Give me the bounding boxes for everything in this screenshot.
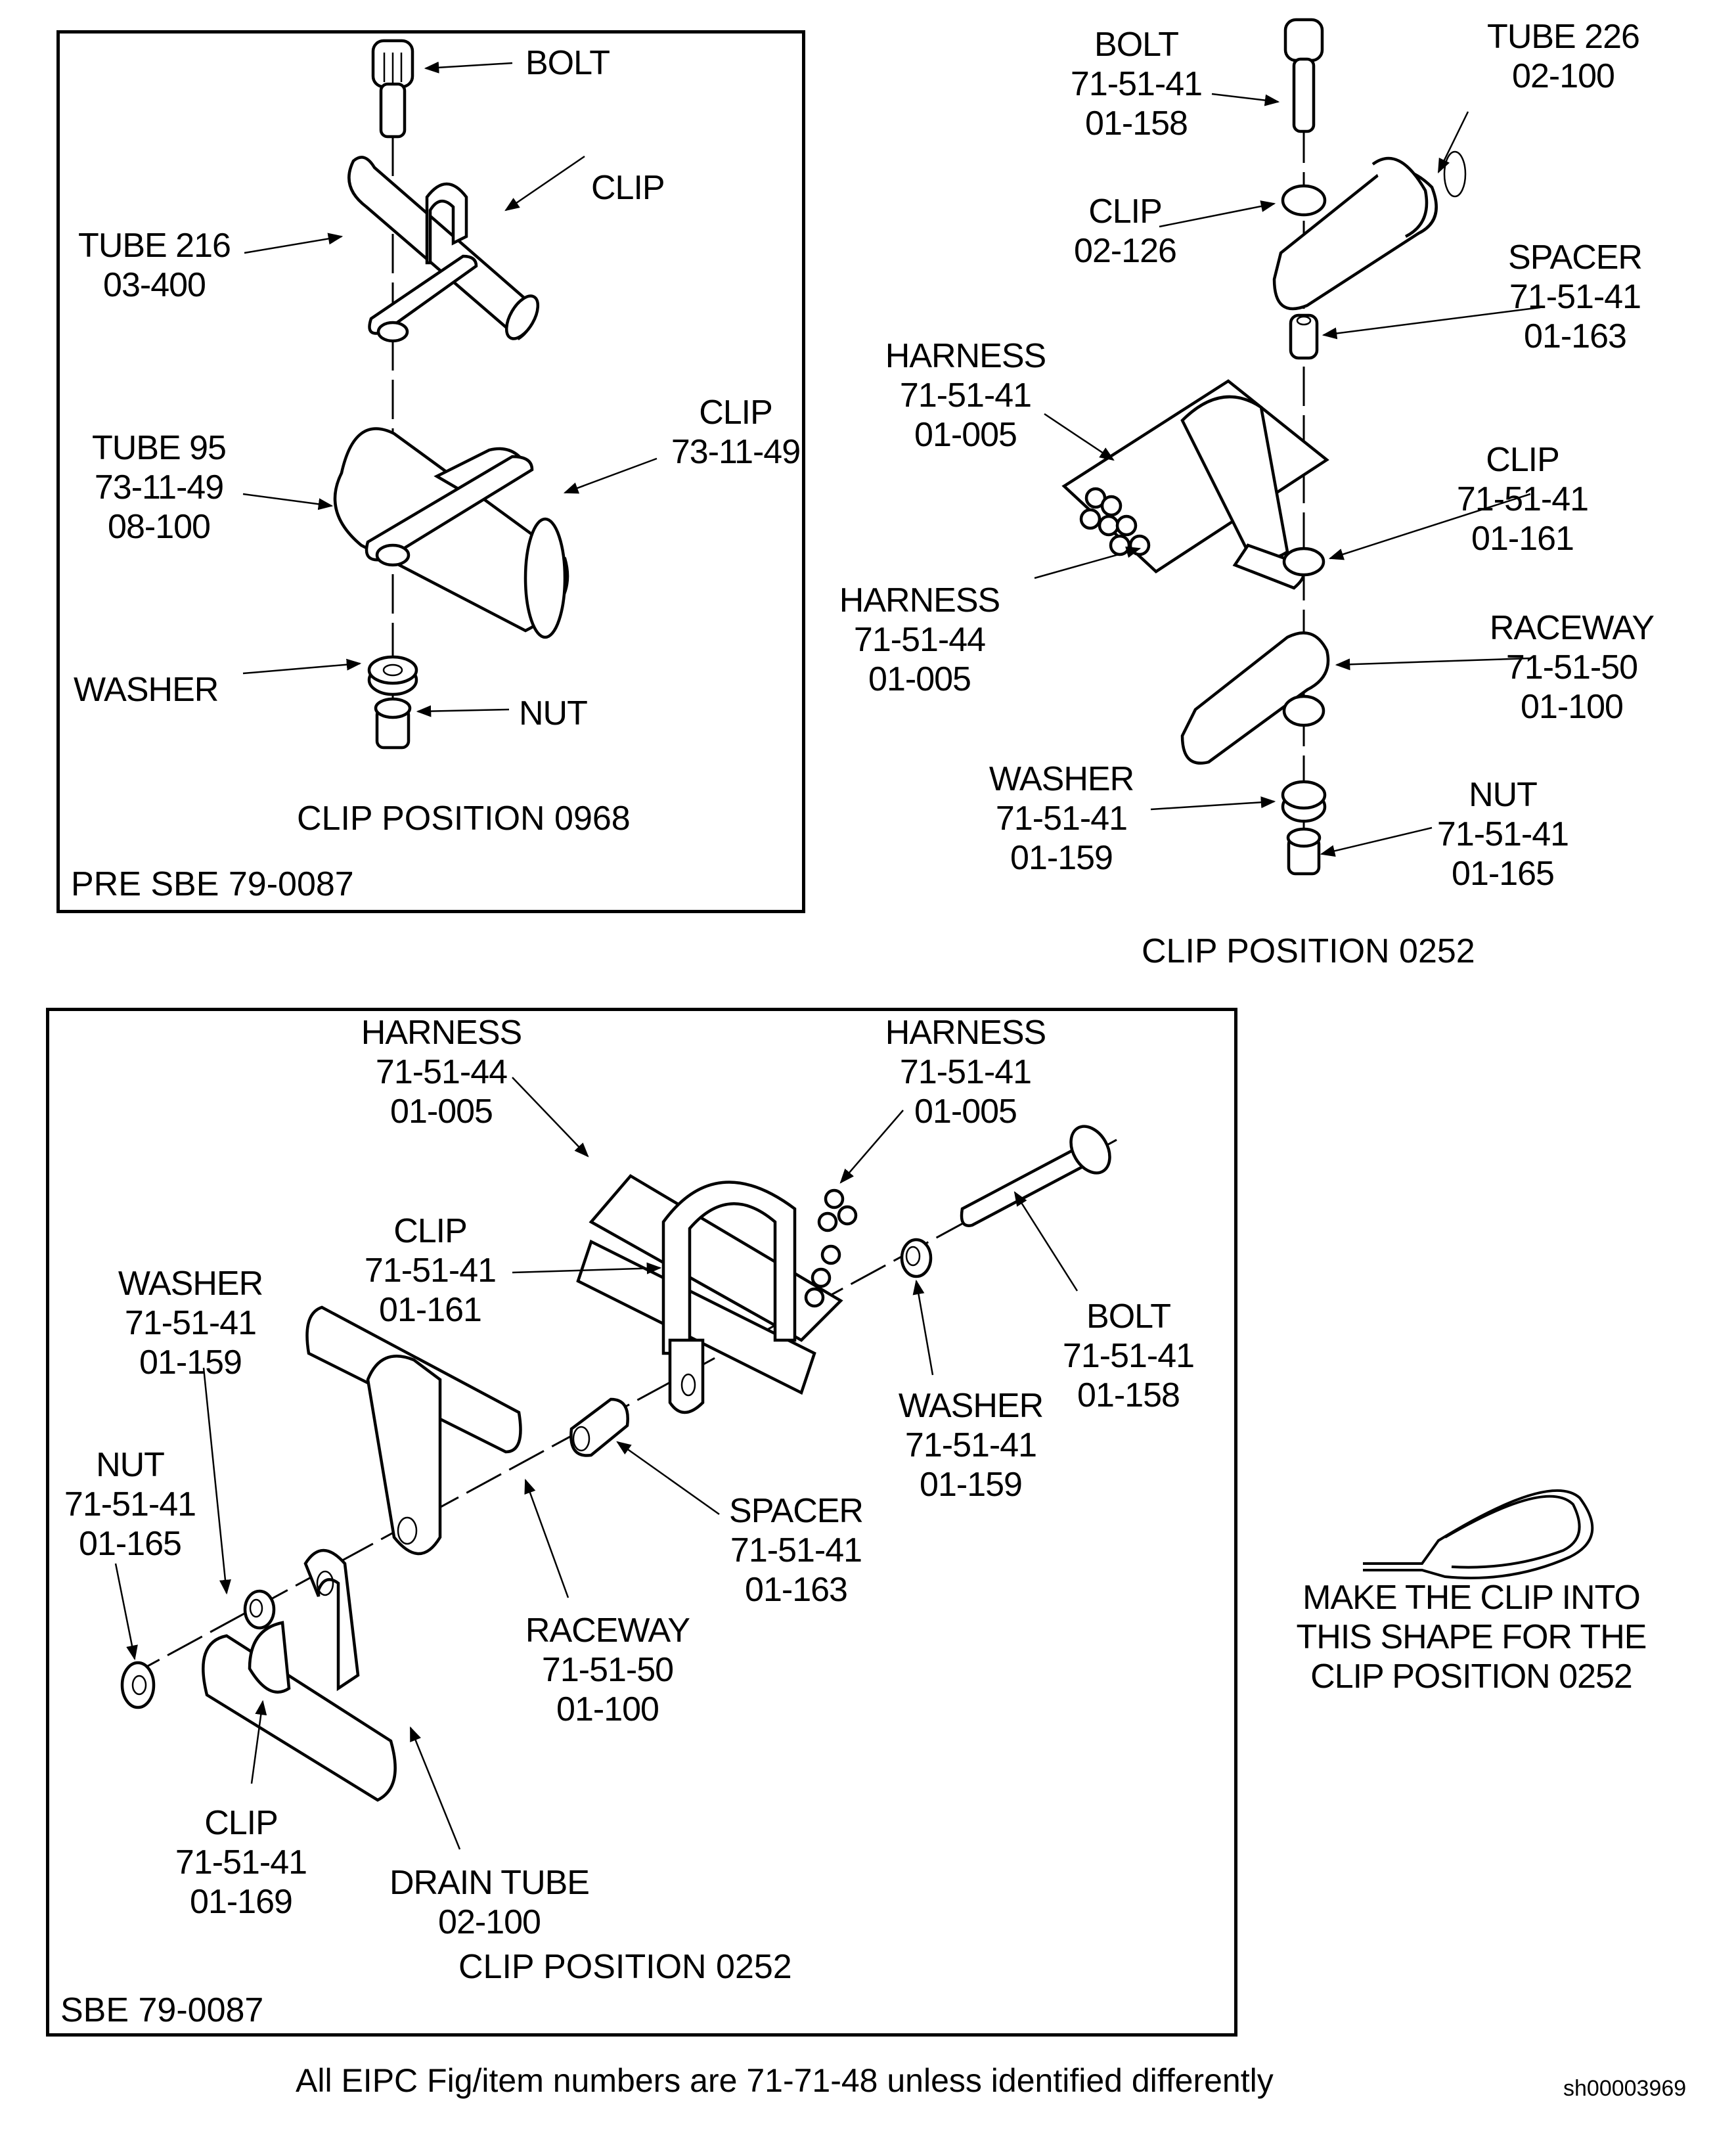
panel-sbe-frame — [46, 1008, 1237, 2037]
sbe-washer-left-icon — [243, 1589, 276, 1630]
sbe-bolt-icon — [960, 1125, 1111, 1227]
pre-panel-corner-label: PRE SBE 79-0087 — [71, 865, 354, 903]
tr-harness-icon — [1061, 379, 1329, 574]
pre-clip-upper-label: CLIP — [591, 169, 665, 207]
pre-clip-upper-icon — [368, 182, 478, 343]
tr-bolt-icon — [1283, 18, 1324, 133]
sbe-washer-right-icon — [900, 1238, 933, 1278]
figure-footnote: All EIPC Fig/item numbers are 71-71-48 u… — [296, 2062, 1274, 2099]
sbe-nut-icon — [120, 1661, 156, 1709]
sbe-panel-corner-label: SBE 79-0087 — [60, 1991, 264, 2029]
sbe-clip-upper-icon — [668, 1338, 705, 1414]
tr-raceway-icon — [1180, 631, 1330, 765]
sbe-spacer-icon — [569, 1397, 629, 1457]
pre-washer-label: WASHER — [74, 671, 219, 709]
sbe-harness-icon — [576, 1174, 858, 1395]
pre-sbe-assembly — [242, 39, 657, 750]
panel-pre-sbe-frame — [56, 30, 805, 913]
tr-washer-icon — [1281, 780, 1327, 823]
pre-nut-icon — [374, 697, 412, 750]
clip-shape-detail-icon — [1363, 1489, 1594, 1579]
tr-panel-title: CLIP POSITION 0252 — [1142, 932, 1475, 970]
tr-clip-lower-icon — [1232, 543, 1325, 590]
tr-clip-tube226-icon — [1272, 150, 1467, 311]
sheet-id: sh00003969 — [1563, 2076, 1687, 2101]
pre-bolt-icon — [371, 39, 414, 139]
sbe-assembly — [114, 1077, 1117, 1850]
pre-nut-label: NUT — [519, 694, 588, 732]
sbe-panel-title: CLIP POSITION 0252 — [458, 1948, 792, 1986]
pre-clip-lower-icon — [365, 447, 534, 567]
top-right-assembly — [1034, 18, 1541, 876]
sbe-clip-lower-icon — [303, 1548, 360, 1692]
sbe-raceway-icon — [305, 1305, 522, 1556]
tr-nut-icon — [1286, 827, 1322, 876]
sbe-drain-tube-icon — [202, 1621, 397, 1802]
pre-tube95-icon — [333, 427, 569, 639]
pre-tube216-icon — [347, 156, 540, 340]
pre-washer-icon — [367, 655, 418, 696]
pre-panel-title: CLIP POSITION 0968 — [297, 800, 631, 838]
tr-spacer-icon — [1289, 313, 1319, 360]
pre-bolt-label: BOLT — [525, 44, 610, 82]
